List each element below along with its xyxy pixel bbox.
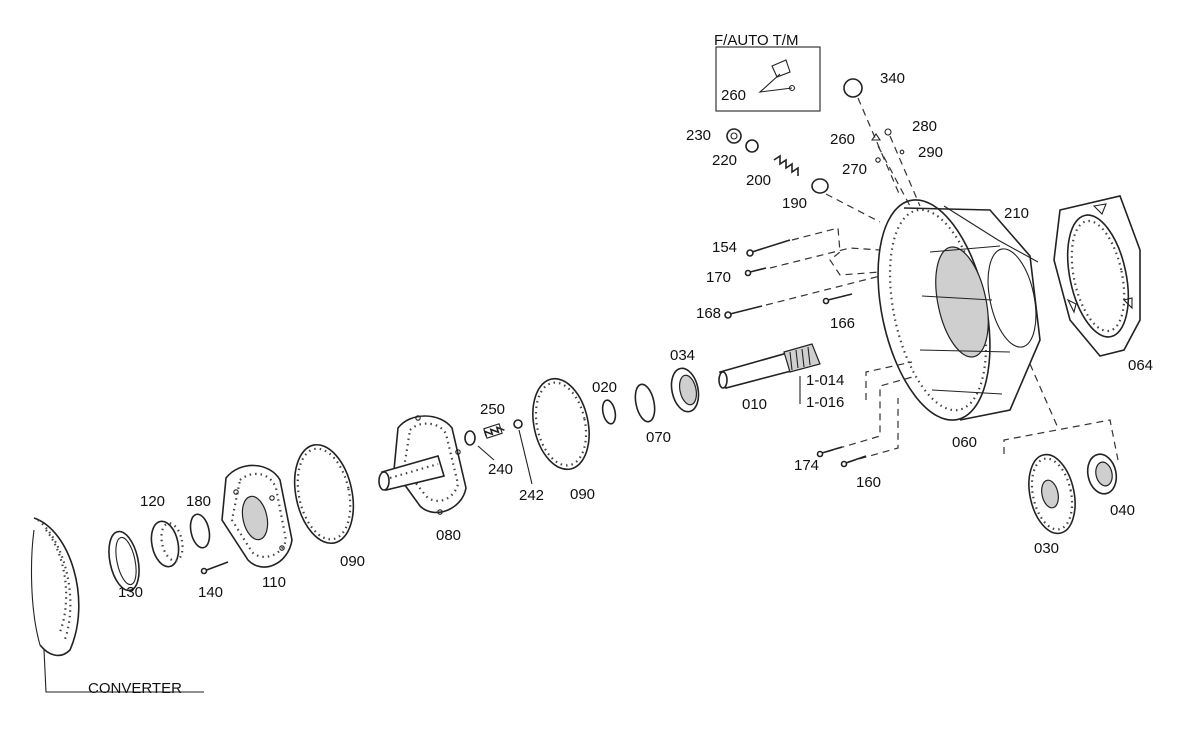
label-140: 140	[198, 584, 223, 601]
label-040: 040	[1110, 502, 1135, 519]
label-070: 070	[646, 429, 671, 446]
part-labels: 340 230 220 260 280 270 290 200 190 210 …	[118, 70, 1153, 601]
part-240-o-ring	[464, 430, 495, 461]
part-190-plug	[811, 178, 881, 223]
label-154: 154	[712, 239, 737, 256]
dashed-leaders-housing	[825, 361, 1119, 463]
part-290-washer	[899, 149, 905, 155]
part-020-ring	[601, 399, 617, 425]
converter-drawing	[30, 517, 204, 693]
part-030-gear	[1028, 453, 1076, 535]
part-242-ball	[513, 419, 533, 485]
label-060: 060	[952, 434, 977, 451]
label-090-front: 090	[340, 553, 365, 570]
part-230-plug	[726, 128, 742, 144]
part-270-washer	[875, 157, 881, 163]
label-034: 034	[670, 347, 695, 364]
part-260-bolt	[870, 133, 911, 207]
label-130: 130	[118, 584, 143, 601]
label-260: 260	[830, 131, 855, 148]
part-280-washer	[884, 128, 921, 207]
part-070-ring	[634, 383, 656, 423]
converter-label: CONVERTER	[88, 680, 182, 697]
label-080: 080	[436, 527, 461, 544]
label-1-016: 1-016	[806, 394, 844, 411]
label-180: 180	[186, 493, 211, 510]
part-340-cap	[843, 78, 901, 197]
label-166: 166	[830, 315, 855, 332]
part-140-screw	[200, 561, 229, 575]
label-010: 010	[742, 396, 767, 413]
label-090-rear: 090	[570, 486, 595, 503]
label-110: 110	[262, 574, 286, 591]
label-240: 240	[488, 461, 513, 478]
part-120-bearing	[150, 520, 184, 568]
label-020: 020	[592, 379, 617, 396]
label-168: 168	[696, 305, 721, 322]
part-010-shaft	[718, 343, 821, 389]
label-190: 190	[782, 195, 807, 212]
label-210: 210	[1004, 205, 1029, 222]
part-060-housing	[877, 199, 1041, 421]
label-290: 290	[918, 144, 943, 161]
part-220-ring	[745, 139, 759, 153]
part-080-stator-support	[378, 415, 467, 515]
inset-part-label: 260	[721, 87, 746, 104]
part-154-bolt	[746, 227, 881, 276]
label-220: 220	[712, 152, 737, 169]
inset-title: F/AUTO T/M	[714, 32, 798, 49]
part-200-spring	[773, 154, 799, 176]
part-166-bolt	[822, 293, 853, 305]
inset-bolt-drawing	[758, 59, 796, 93]
part-160-bolt	[840, 455, 867, 468]
label-270: 270	[842, 161, 867, 178]
part-090-gasket-rear	[532, 377, 590, 471]
inset-box: F/AUTO T/M 260	[714, 32, 821, 112]
part-064-cover-plate	[1053, 195, 1141, 357]
label-160: 160	[856, 474, 881, 491]
part-250-spring	[483, 423, 505, 439]
label-250: 250	[480, 401, 505, 418]
label-200: 200	[746, 172, 771, 189]
part-174-bolt	[816, 446, 843, 458]
label-120: 120	[140, 493, 165, 510]
part-180-snap-ring	[189, 513, 211, 549]
label-340: 340	[880, 70, 905, 87]
label-280: 280	[912, 118, 937, 135]
part-130-ring	[108, 530, 140, 592]
part-034-bearing	[670, 367, 700, 413]
label-174: 174	[794, 457, 819, 474]
part-090-gasket-front	[293, 443, 355, 545]
part-110-pump-body	[221, 464, 293, 568]
part-170-bolt	[744, 247, 881, 277]
label-242: 242	[519, 487, 544, 504]
label-230: 230	[686, 127, 711, 144]
part-168-bolt	[724, 275, 881, 319]
label-1-014: 1-014	[806, 372, 844, 389]
label-030: 030	[1034, 540, 1059, 557]
label-064: 064	[1128, 357, 1153, 374]
part-040-bearing	[1086, 453, 1118, 495]
label-170: 170	[706, 269, 731, 286]
